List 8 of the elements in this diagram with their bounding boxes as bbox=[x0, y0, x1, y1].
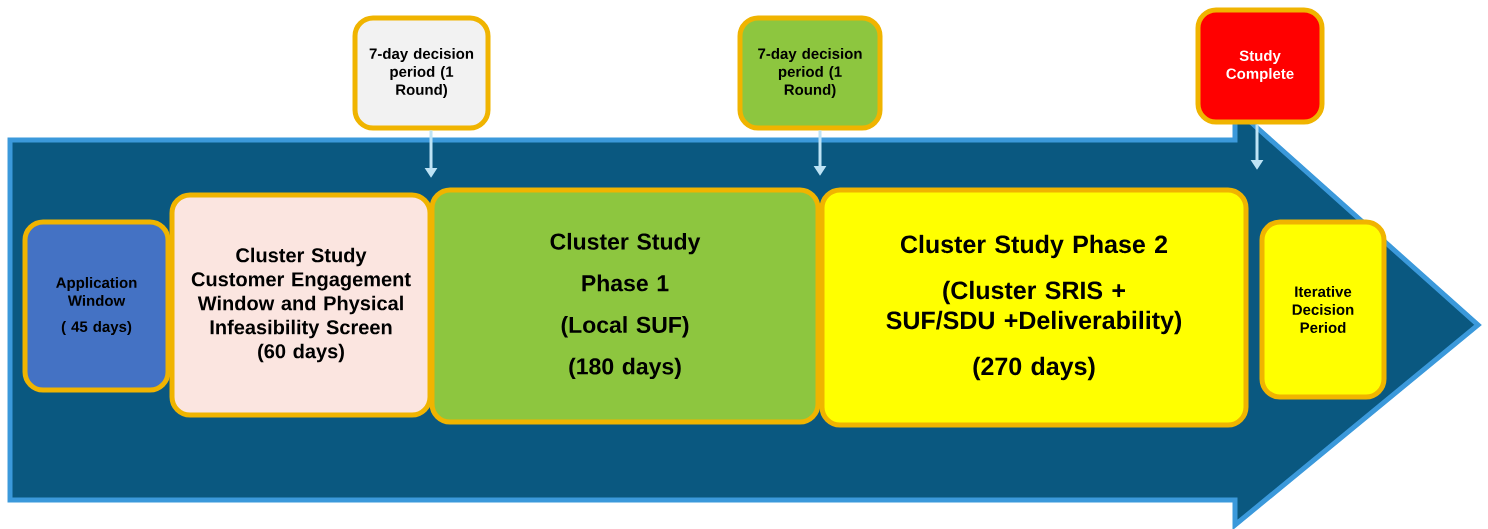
phase-box: Application Window ( 45 days) bbox=[22, 219, 171, 393]
phase-box: Cluster Study Phase 1 (Local SUF) (180 days) bbox=[429, 187, 821, 425]
callout-box: 7-day decision period (1 Round) bbox=[737, 15, 883, 131]
phase-box: Iterative Decision Period bbox=[1259, 219, 1387, 400]
phase-box: Cluster Study Customer Engagement Window and Physical Infeasibility Screen (60 days) bbox=[169, 192, 433, 418]
phase-box: Cluster Study Phase 2 (Cluster SRIS + SUF/SDU +Deliverability) (270 days) bbox=[819, 187, 1249, 428]
callout-box: 7-day decision period (1 Round) bbox=[352, 15, 491, 131]
callout-box: Study Complete bbox=[1195, 7, 1325, 125]
